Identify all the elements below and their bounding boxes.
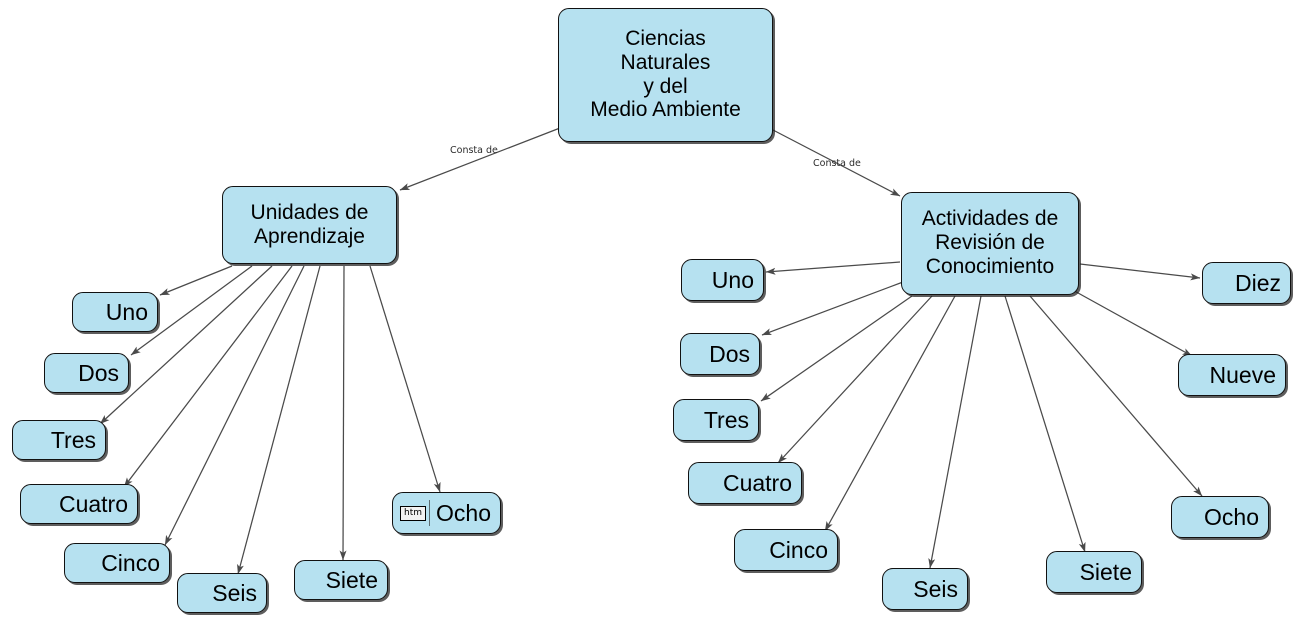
node-label: Dos — [78, 359, 119, 386]
node-root[interactable]: Ciencias Naturales y del Medio Ambiente — [558, 8, 773, 142]
node-hub-left[interactable]: Unidades de Aprendizaje — [222, 186, 397, 264]
node-label: Seis — [212, 579, 257, 606]
node-right-tres[interactable]: Tres — [673, 399, 759, 441]
node-label: Siete — [325, 566, 378, 593]
node-label: Seis — [913, 575, 958, 602]
node-left-seis[interactable]: Seis — [177, 573, 267, 613]
edge-hub_right-to-cuatro — [777, 295, 933, 464]
node-right-dos[interactable]: Dos — [680, 333, 760, 375]
node-right-siete[interactable]: Siete — [1046, 551, 1142, 593]
node-left-ocho[interactable]: htm Ocho — [392, 492, 501, 534]
edge-hub_right-to-tres — [760, 295, 913, 402]
node-hub-left-label: Unidades de Aprendizaje — [250, 200, 369, 248]
edge-hub_right-to-seis — [928, 295, 982, 569]
edge-hub_left-to-tres — [99, 265, 273, 425]
edge-hub_right-to-siete — [1004, 295, 1086, 553]
node-hub-right[interactable]: Actividades de Revisión de Conocimiento — [901, 192, 1079, 295]
edge-label-consta-de: Consta de — [450, 145, 498, 156]
node-right-diez[interactable]: Diez — [1202, 262, 1291, 304]
node-label: Ocho — [436, 499, 491, 526]
resource-badge-label: htm — [400, 505, 426, 521]
node-root-label: Ciencias Naturales y del Medio Ambiente — [590, 27, 741, 122]
node-right-nueve[interactable]: Nueve — [1178, 354, 1286, 396]
edge-hub_right-to-uno — [765, 261, 901, 275]
node-hub-right-label: Actividades de Revisión de Conocimiento — [921, 207, 1059, 278]
edge-label-consta-de: Consta de — [813, 158, 861, 169]
resource-badge-divider — [429, 500, 431, 526]
node-right-ocho[interactable]: Ocho — [1171, 496, 1269, 538]
node-label: Cuatro — [722, 469, 792, 496]
node-left-dos[interactable]: Dos — [44, 353, 129, 393]
edge-hub_left-to-ocho — [369, 265, 441, 493]
edge-hub_left-to-cinco — [164, 265, 305, 546]
edge-root-to-hub_left — [399, 127, 561, 191]
resource-badge-icon[interactable]: htm — [400, 500, 431, 526]
edge-hub_right-to-dos — [761, 281, 904, 336]
edge-hub_right-to-diez — [1079, 263, 1201, 281]
node-label: Tres — [50, 426, 96, 453]
node-label: Uno — [105, 298, 148, 325]
node-label: Cinco — [101, 549, 160, 576]
node-label: Uno — [711, 266, 754, 293]
node-right-cinco[interactable]: Cinco — [734, 529, 838, 571]
edge-hub_right-to-ocho — [1029, 295, 1203, 497]
node-label: Diez — [1234, 269, 1281, 296]
node-label: Cinco — [769, 536, 828, 563]
node-right-cuatro[interactable]: Cuatro — [688, 462, 802, 504]
edge-hub_left-to-uno — [159, 265, 233, 296]
node-label: Siete — [1079, 558, 1132, 585]
node-label: Nueve — [1209, 361, 1276, 388]
node-left-uno[interactable]: Uno — [72, 292, 158, 332]
edge-hub_left-to-siete — [339, 265, 347, 561]
node-left-tres[interactable]: Tres — [12, 420, 106, 460]
node-left-cuatro[interactable]: Cuatro — [20, 484, 138, 524]
node-label: Tres — [703, 406, 749, 433]
node-label: Cuatro — [58, 490, 128, 517]
edge-hub_left-to-seis — [237, 265, 321, 575]
node-left-siete[interactable]: Siete — [294, 560, 388, 600]
node-label: Ocho — [1204, 503, 1259, 530]
node-label: Dos — [709, 340, 750, 367]
edge-hub_right-to-cinco — [824, 295, 956, 532]
node-right-uno[interactable]: Uno — [681, 259, 764, 301]
node-left-cinco[interactable]: Cinco — [64, 543, 170, 583]
edge-hub_right-to-nueve — [1059, 282, 1193, 357]
node-right-seis[interactable]: Seis — [882, 568, 968, 610]
